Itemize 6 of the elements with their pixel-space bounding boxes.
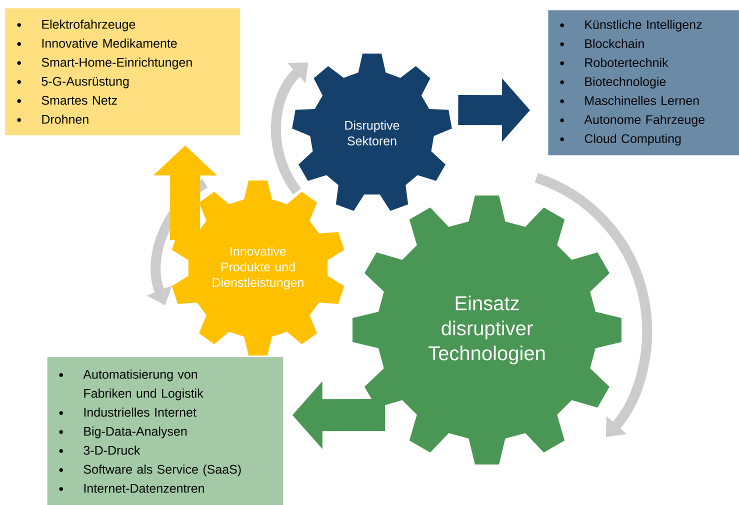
gear: Einsatz disruptiver Technologien bbox=[352, 195, 622, 464]
list-box: Künstliche Intelligenz Blockchain Robotertechnik Biotechnologie Maschinelles Lernen Autonome Fahrzeuge Cloud Computing bbox=[548, 10, 739, 156]
list-box: Automatisierung von Fabriken und Logistik Industrielles Internet Big-Data-Analysen 3-D-Druck Software als Service (SaaS) Internet-Datenzentren bbox=[47, 357, 284, 505]
gear: Disruptive Sektoren bbox=[292, 54, 452, 211]
gear: Innovative Produkte und Dienstleistungen bbox=[172, 180, 344, 356]
list-box: Elektrofahrzeuge Innovative Medikamente Smart-Home-Einrichtungen 5-G-Ausrüstung Smartes Netz Drohnen bbox=[5, 8, 240, 136]
